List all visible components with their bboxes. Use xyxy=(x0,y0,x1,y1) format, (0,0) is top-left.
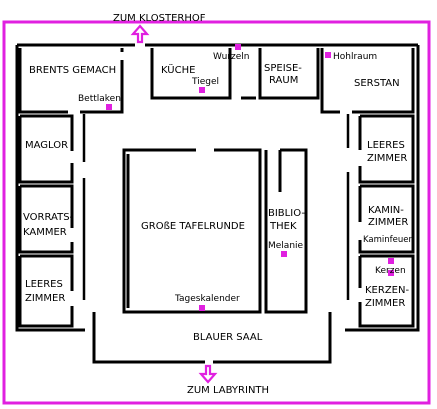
room-label: ZIMMER xyxy=(365,298,405,309)
room-label: KAMIN- xyxy=(368,205,404,216)
north-exit-label[interactable]: ZUM KLOSTERHOF xyxy=(113,13,206,24)
room-kaminzimmer[interactable]: KAMIN- ZIMMER xyxy=(358,184,415,254)
item-label: Tiegel xyxy=(191,77,219,87)
room-label: LEERES xyxy=(367,140,405,151)
room-label: BIBLIO- xyxy=(268,208,305,219)
room-label: KERZEN- xyxy=(365,285,409,296)
room-grosse-tafelrunde[interactable]: GROßE TAFELRUNDE xyxy=(122,148,262,314)
item-label: Tageskalender xyxy=(174,294,240,304)
room-serstan[interactable]: SERSTAN xyxy=(320,48,415,114)
room-label: SPEISE- xyxy=(264,63,302,74)
room-maglor[interactable]: MAGLOR xyxy=(18,114,74,184)
room-label: SERSTAN xyxy=(354,78,400,89)
item-hohlraum[interactable]: Hohlraum xyxy=(325,52,377,62)
south-exit-label[interactable]: ZUM LABYRINTH xyxy=(187,385,269,396)
item-wurzeln[interactable]: Wurzeln xyxy=(213,44,249,62)
map-frame xyxy=(2,20,431,405)
item-marker-icon xyxy=(199,305,205,311)
outer-walls xyxy=(15,43,420,364)
room-label: VORRATS- xyxy=(23,212,74,223)
room-label: LEERES xyxy=(25,279,63,290)
item-label: Kerzen xyxy=(375,266,406,276)
item-label: Melanie xyxy=(268,241,304,251)
room-label: ZIMMER xyxy=(25,293,65,304)
room-label: KÜCHE xyxy=(161,63,195,76)
item-tiegel[interactable]: Tiegel xyxy=(191,77,219,93)
item-marker-icon xyxy=(325,52,331,58)
room-leeres-zimmer-west[interactable]: LEERES ZIMMER xyxy=(18,254,74,328)
room-speiseraum[interactable]: SPEISE- RAUM xyxy=(258,48,320,100)
room-label: MAGLOR xyxy=(25,140,68,151)
room-label: GROßE TAFELRUNDE xyxy=(141,221,245,232)
item-marker-icon xyxy=(199,87,205,93)
room-label: KAMMER xyxy=(23,227,67,238)
item-melanie[interactable]: Melanie xyxy=(268,241,304,257)
room-kueche[interactable]: KÜCHE xyxy=(150,48,256,100)
item-label: Bettlaken xyxy=(78,94,121,104)
item-bettlaken[interactable]: Bettlaken xyxy=(78,94,121,110)
item-marker-icon xyxy=(235,44,241,50)
item-tageskalender[interactable]: Tageskalender xyxy=(174,294,240,311)
item-marker-icon xyxy=(281,251,287,257)
room-brents-gemach[interactable]: BRENTS GEMACH xyxy=(18,48,124,114)
corridor-walls xyxy=(82,114,350,300)
item-label: Kaminfeuer xyxy=(363,235,413,245)
room-kerzenzimmer[interactable]: KERZEN- ZIMMER xyxy=(358,254,415,328)
item-marker-icon xyxy=(106,104,112,110)
item-marker-icon xyxy=(388,258,394,264)
room-label: ZIMMER xyxy=(368,217,408,228)
room-label: BRENTS GEMACH xyxy=(29,65,116,76)
item-kerzen[interactable]: Kerzen xyxy=(375,266,406,276)
item-kaminfeuer[interactable]: Kaminfeuer xyxy=(363,235,413,264)
room-blauer-saal-label[interactable]: BLAUER SAAL xyxy=(193,332,263,343)
room-label: RAUM xyxy=(269,75,298,86)
item-label: Hohlraum xyxy=(333,52,377,62)
room-label: THEK xyxy=(269,221,297,232)
room-leeres-zimmer-east[interactable]: LEERES ZIMMER xyxy=(358,114,415,184)
item-marker-icon xyxy=(388,270,394,276)
item-label: Wurzeln xyxy=(213,52,249,62)
room-vorratskammer[interactable]: VORRATS- KAMMER xyxy=(18,184,74,254)
room-label: ZIMMER xyxy=(367,153,407,164)
north-exit-arrow-icon[interactable] xyxy=(130,24,150,44)
room-bibliothek[interactable]: BIBLIO- THEK xyxy=(264,148,308,314)
south-exit-arrow-icon[interactable] xyxy=(198,364,218,384)
